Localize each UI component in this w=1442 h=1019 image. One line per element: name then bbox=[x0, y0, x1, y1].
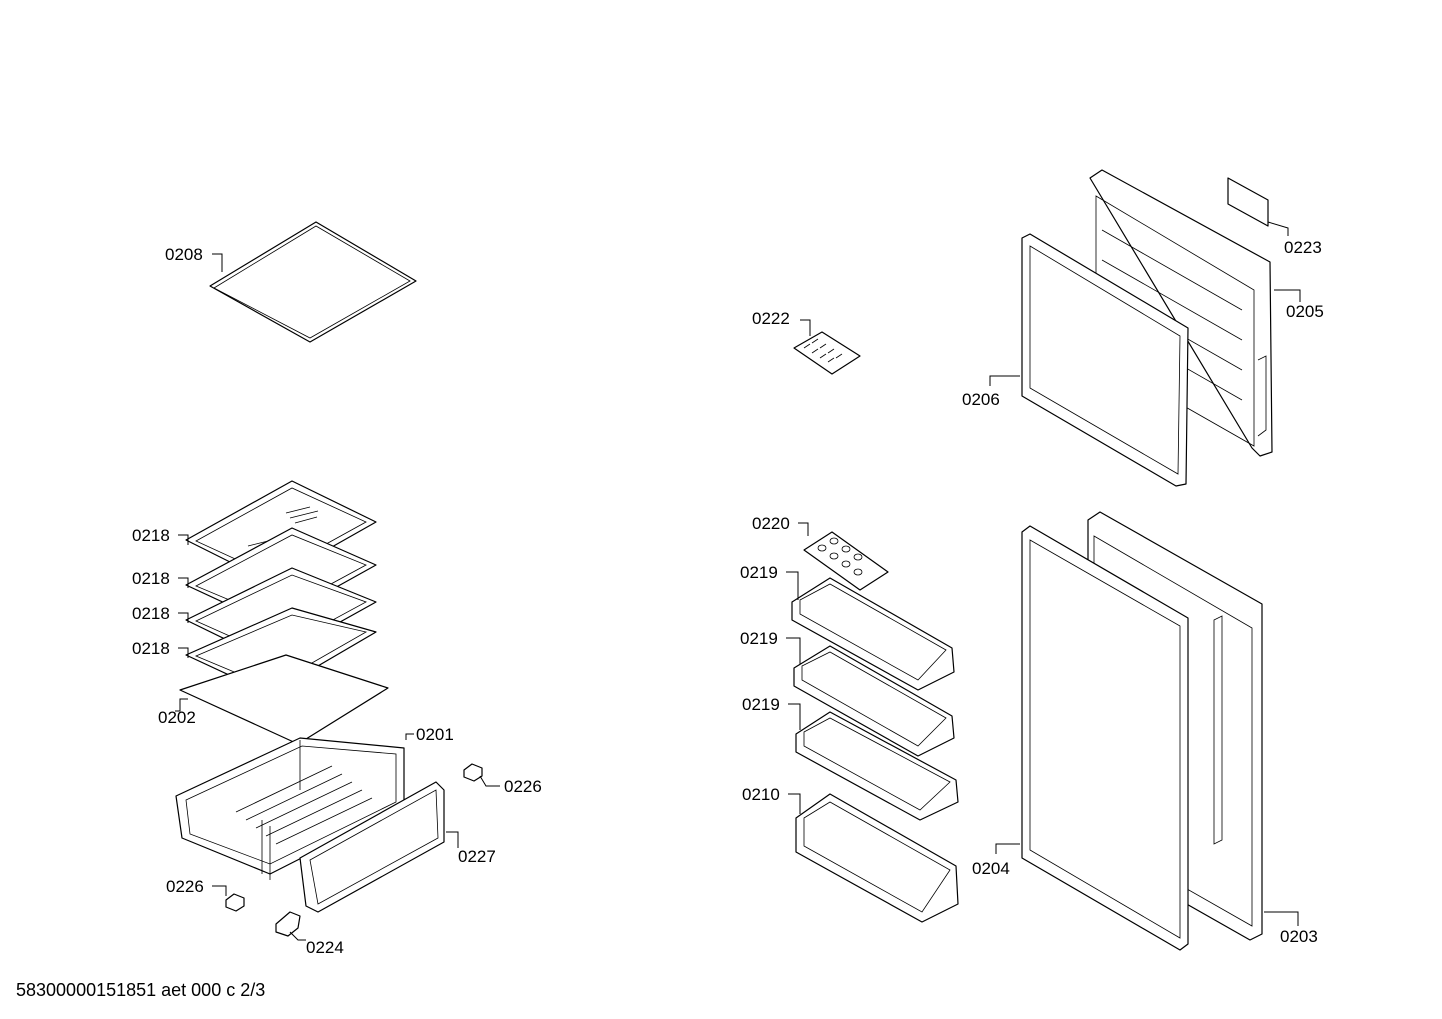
part-0219-door-shelf-1 bbox=[791, 577, 955, 691]
label-0218-2: 0218 bbox=[132, 569, 170, 588]
part-0204-fridge-gasket bbox=[1021, 525, 1189, 951]
label-0226-right: 0226 bbox=[504, 777, 542, 796]
label-0205: 0205 bbox=[1286, 302, 1324, 321]
label-0223: 0223 bbox=[1284, 238, 1322, 257]
label-0224: 0224 bbox=[306, 938, 344, 957]
document-reference: 58300000151851 aet 000 c 2/3 bbox=[16, 980, 266, 1000]
label-0203: 0203 bbox=[1280, 927, 1318, 946]
label-0204: 0204 bbox=[972, 859, 1010, 878]
part-0210-bottle-shelf bbox=[795, 793, 959, 923]
label-0222: 0222 bbox=[752, 309, 790, 328]
label-0227: 0227 bbox=[458, 847, 496, 866]
part-0222-ice-tray bbox=[793, 331, 861, 375]
label-0219-2: 0219 bbox=[740, 629, 778, 648]
part-0206-freezer-gasket bbox=[1021, 233, 1189, 487]
label-0219-1: 0219 bbox=[740, 563, 778, 582]
part-0220-egg-tray bbox=[803, 531, 889, 591]
label-0210: 0210 bbox=[742, 785, 780, 804]
part-0226-clip-right bbox=[463, 763, 483, 782]
label-0218-3: 0218 bbox=[132, 604, 170, 623]
label-0201: 0201 bbox=[416, 725, 454, 744]
part-0219-door-shelf-3 bbox=[795, 711, 959, 821]
part-0219-door-shelf-2 bbox=[793, 645, 955, 757]
part-0226-clip-left bbox=[225, 893, 245, 912]
label-0206: 0206 bbox=[962, 390, 1000, 409]
label-0208: 0208 bbox=[165, 245, 203, 264]
label-0202: 0202 bbox=[158, 708, 196, 727]
part-0223-label-plate bbox=[1227, 177, 1269, 227]
label-0226-left: 0226 bbox=[166, 877, 204, 896]
part-0224-bracket bbox=[275, 911, 301, 937]
part-0227-drawer-front bbox=[299, 781, 445, 913]
label-0218-4: 0218 bbox=[132, 639, 170, 658]
part-0208-shelf-panel bbox=[209, 221, 417, 343]
label-0220: 0220 bbox=[752, 514, 790, 533]
label-0219-3: 0219 bbox=[742, 695, 780, 714]
part-0218-glass-shelf-1 bbox=[185, 480, 377, 583]
label-0218-1: 0218 bbox=[132, 526, 170, 545]
part-0201-crisper-drawer bbox=[175, 737, 405, 880]
part-0202-crisper-cover bbox=[179, 654, 389, 745]
